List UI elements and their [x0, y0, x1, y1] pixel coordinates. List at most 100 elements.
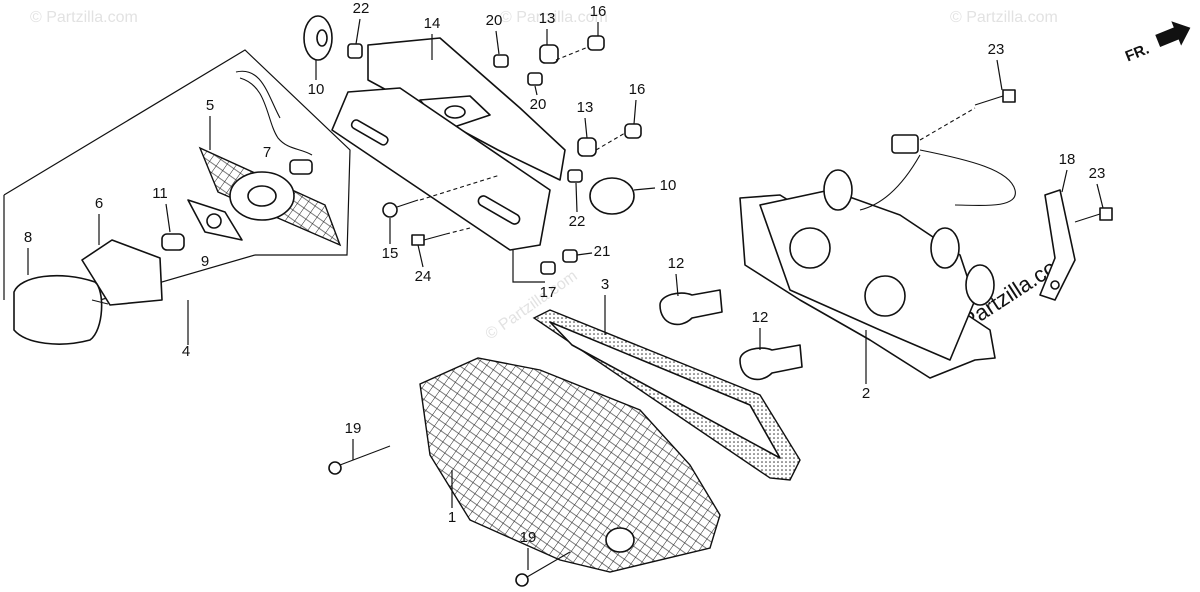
collar: [587, 35, 605, 51]
callout-20a: 20: [486, 12, 503, 29]
watermark: © Partzilla.com: [30, 9, 138, 26]
screw-thread: [339, 445, 391, 466]
wedge-bulb: [161, 233, 185, 251]
wire-harness: [859, 154, 921, 211]
watermark: © Partzilla.com: [950, 9, 1058, 26]
nut: [493, 54, 509, 68]
socket-cylinder: [965, 264, 995, 306]
front-direction-label: FR.: [1123, 41, 1152, 66]
bulb-socket-port: [864, 275, 906, 317]
callout-12a: 12: [668, 255, 685, 272]
brake-bulb: [659, 289, 723, 326]
reflector-strip-inner: [549, 321, 781, 459]
socket-cylinder: [930, 227, 960, 269]
screw-head: [382, 202, 398, 218]
bolt-head: [411, 234, 425, 246]
callouts: 1 2 3 4 5 6 7 8 9 10 10 11 12 12 13 13 1…: [24, 0, 1106, 570]
callout-2: 2: [862, 385, 870, 402]
lens-screw: [91, 299, 109, 305]
callout-5: 5: [206, 97, 214, 114]
callout-6: 6: [95, 195, 103, 212]
wire-harness: [919, 149, 1016, 207]
wire-connector: [891, 134, 919, 154]
bolt-shaft: [974, 95, 1004, 106]
lamp-housing: [81, 239, 163, 306]
reflector-lens-hole: [247, 185, 277, 207]
callout-22b: 22: [569, 213, 586, 230]
front-direction-indicator: FR.: [1123, 21, 1191, 66]
bracket-hole: [1050, 280, 1060, 290]
bolt-head: [1099, 207, 1113, 221]
callout-19a: 19: [345, 420, 362, 437]
grommet-hole: [316, 29, 328, 47]
screw-thread: [526, 551, 571, 578]
leader-16b: [633, 99, 637, 125]
callout-16a: 16: [590, 3, 607, 20]
callout-23a: 23: [988, 41, 1005, 58]
license-lamp-assembly: [3, 49, 351, 345]
mounting-bracket: [1039, 189, 1076, 301]
bulb-socket-port: [789, 227, 831, 269]
cover-slot: [350, 119, 389, 146]
watermark: © Partzilla.com: [500, 9, 608, 26]
leader-20a: [495, 30, 500, 55]
socket-cylinder: [823, 169, 853, 211]
callout-8: 8: [24, 229, 32, 246]
collar: [624, 123, 642, 139]
nut: [347, 43, 363, 59]
leader-11: [165, 203, 171, 233]
callout-4: 4: [182, 343, 190, 360]
license-bracket-assembly: [303, 15, 642, 283]
wire-harness: [235, 70, 281, 119]
callout-14: 14: [424, 15, 441, 32]
nut: [540, 261, 556, 275]
leader-18: [1061, 169, 1068, 193]
tail-lens: [419, 357, 721, 573]
wire-harness: [239, 77, 313, 156]
leader-10b: [633, 187, 656, 191]
leader-20b: [534, 85, 538, 96]
callout-24: 24: [415, 268, 432, 285]
callout-13a: 13: [539, 10, 556, 27]
tail-lens-assembly: [328, 309, 801, 587]
leader: [555, 46, 589, 61]
nut: [527, 72, 543, 86]
callout-7: 7: [263, 144, 271, 161]
leader-23b: [1096, 183, 1104, 209]
callout-16b: 16: [629, 81, 646, 98]
callout-10a: 10: [308, 81, 325, 98]
screw-shaft: [396, 199, 419, 208]
callout-23b: 23: [1089, 165, 1106, 182]
callout-19b: 19: [520, 529, 537, 546]
callout-17: 17: [540, 284, 557, 301]
screw-head: [515, 573, 529, 587]
leader-17: [512, 250, 545, 283]
callout-20b: 20: [530, 96, 547, 113]
callout-21: 21: [594, 243, 611, 260]
callout-13b: 13: [577, 99, 594, 116]
nut: [567, 169, 583, 183]
cover-slot: [477, 195, 521, 225]
leader-13b: [584, 117, 588, 139]
nut: [562, 249, 578, 263]
bulb-socket-hole: [206, 213, 222, 229]
leader-23a: [996, 59, 1003, 91]
callout-11: 11: [152, 185, 168, 202]
tail-lens-tip: [605, 527, 635, 553]
grommet: [589, 177, 635, 215]
callout-15: 15: [382, 245, 399, 262]
rubber-bushing: [539, 44, 559, 64]
leader-12a: [675, 273, 679, 297]
front-direction-arrow-icon: [1155, 21, 1191, 47]
leader: [445, 227, 471, 235]
lamp-lens: [13, 274, 103, 345]
bolt-head: [1002, 89, 1016, 103]
callout-12b: 12: [752, 309, 769, 326]
tail-housing-assembly: [659, 89, 1113, 381]
callout-1: 1: [448, 509, 456, 526]
bracket-hole: [444, 105, 466, 119]
brake-bulb: [739, 344, 803, 381]
callout-3: 3: [601, 276, 609, 293]
screw-head: [328, 461, 342, 475]
